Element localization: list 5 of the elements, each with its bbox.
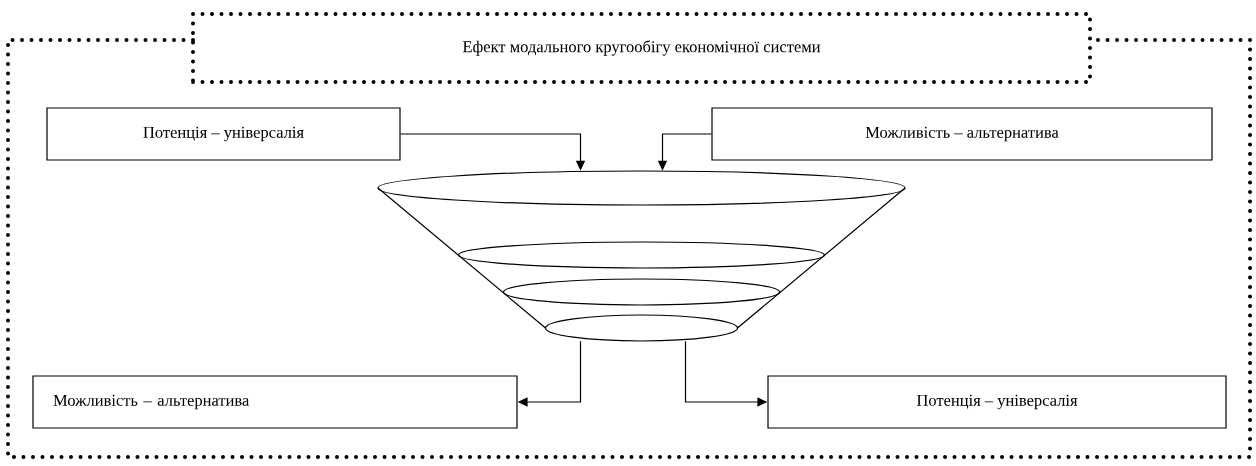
text-box: Потенція – універсалія bbox=[46, 107, 401, 161]
text-box: Можливість – альтернатива bbox=[32, 375, 518, 429]
text-box: Потенція – універсалія bbox=[767, 375, 1227, 429]
text-box: Можливість – альтернатива bbox=[711, 107, 1213, 161]
funnel-drawing bbox=[377, 170, 906, 342]
